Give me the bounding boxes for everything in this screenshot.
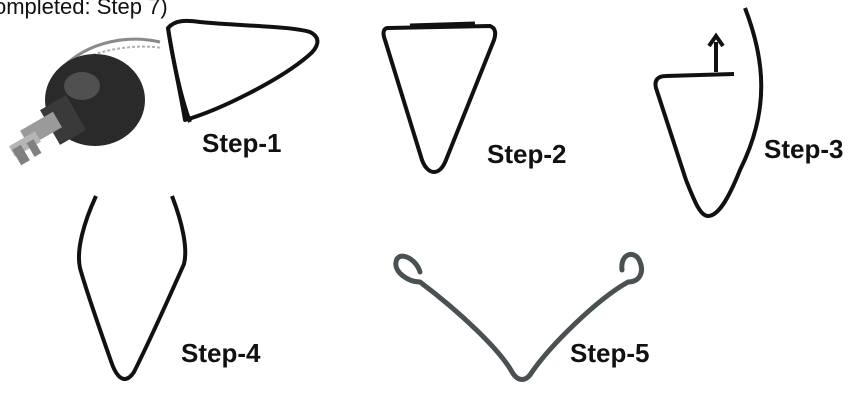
step-3-label: Step-3 bbox=[764, 134, 843, 165]
step-3-wire-shape bbox=[655, 8, 761, 216]
step-4-label: Step-4 bbox=[181, 338, 260, 369]
step-2-wire-shape bbox=[384, 24, 496, 172]
step-2-label: Step-2 bbox=[487, 139, 566, 170]
step-4-wire-shape bbox=[79, 196, 185, 379]
step-5-label: Step-5 bbox=[570, 338, 649, 369]
wire-bending-pliers-icon bbox=[9, 39, 162, 165]
up-arrow-icon bbox=[709, 36, 723, 72]
step-1-label: Step-1 bbox=[202, 128, 281, 159]
step-1-wire-shape bbox=[168, 21, 317, 122]
